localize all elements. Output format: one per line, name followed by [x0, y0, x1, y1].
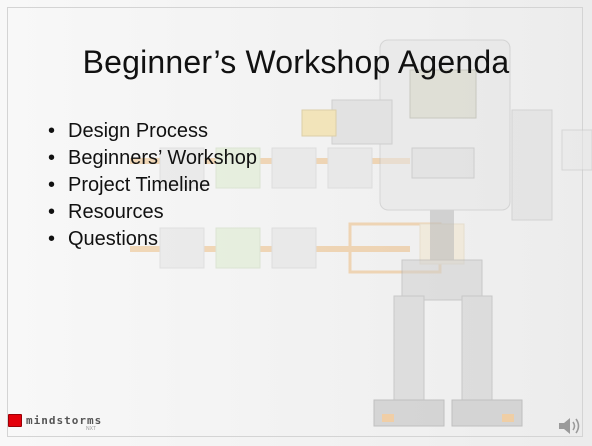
list-item-label: Project Timeline — [68, 174, 211, 196]
bullet-icon: • — [48, 228, 56, 250]
bullet-icon: • — [48, 201, 56, 223]
slide-frame — [7, 7, 583, 437]
logo-wordmark: mindstorms — [26, 413, 103, 427]
list-item: • Project Timeline — [48, 172, 257, 199]
list-item: • Questions — [48, 226, 257, 253]
list-item-label: Beginners’ Workshop — [68, 147, 257, 169]
slide-title: Beginner’s Workshop Agenda — [82, 44, 510, 80]
bullet-icon: • — [48, 174, 56, 196]
robot-background-image — [301, 39, 592, 427]
list-item-label: Resources — [68, 201, 164, 223]
logo-subtext: NXT — [86, 426, 96, 432]
bullet-icon: • — [48, 120, 56, 142]
agenda-list: • Design Process • Beginners’ Workshop • Pr… — [48, 118, 257, 253]
program-blocks-background-image — [130, 147, 465, 274]
list-item-label: Design Process — [68, 120, 209, 142]
speaker-icon[interactable] — [556, 414, 584, 438]
mindstorms-logo: mindstorms NXT — [8, 413, 103, 432]
list-item: • Beginners’ Workshop — [48, 145, 257, 172]
bullet-icon: • — [48, 147, 56, 169]
lego-logo-icon — [8, 413, 22, 427]
list-item: • Resources — [48, 199, 257, 226]
list-item: • Design Process — [48, 118, 257, 145]
list-item-label: Questions — [68, 228, 159, 250]
